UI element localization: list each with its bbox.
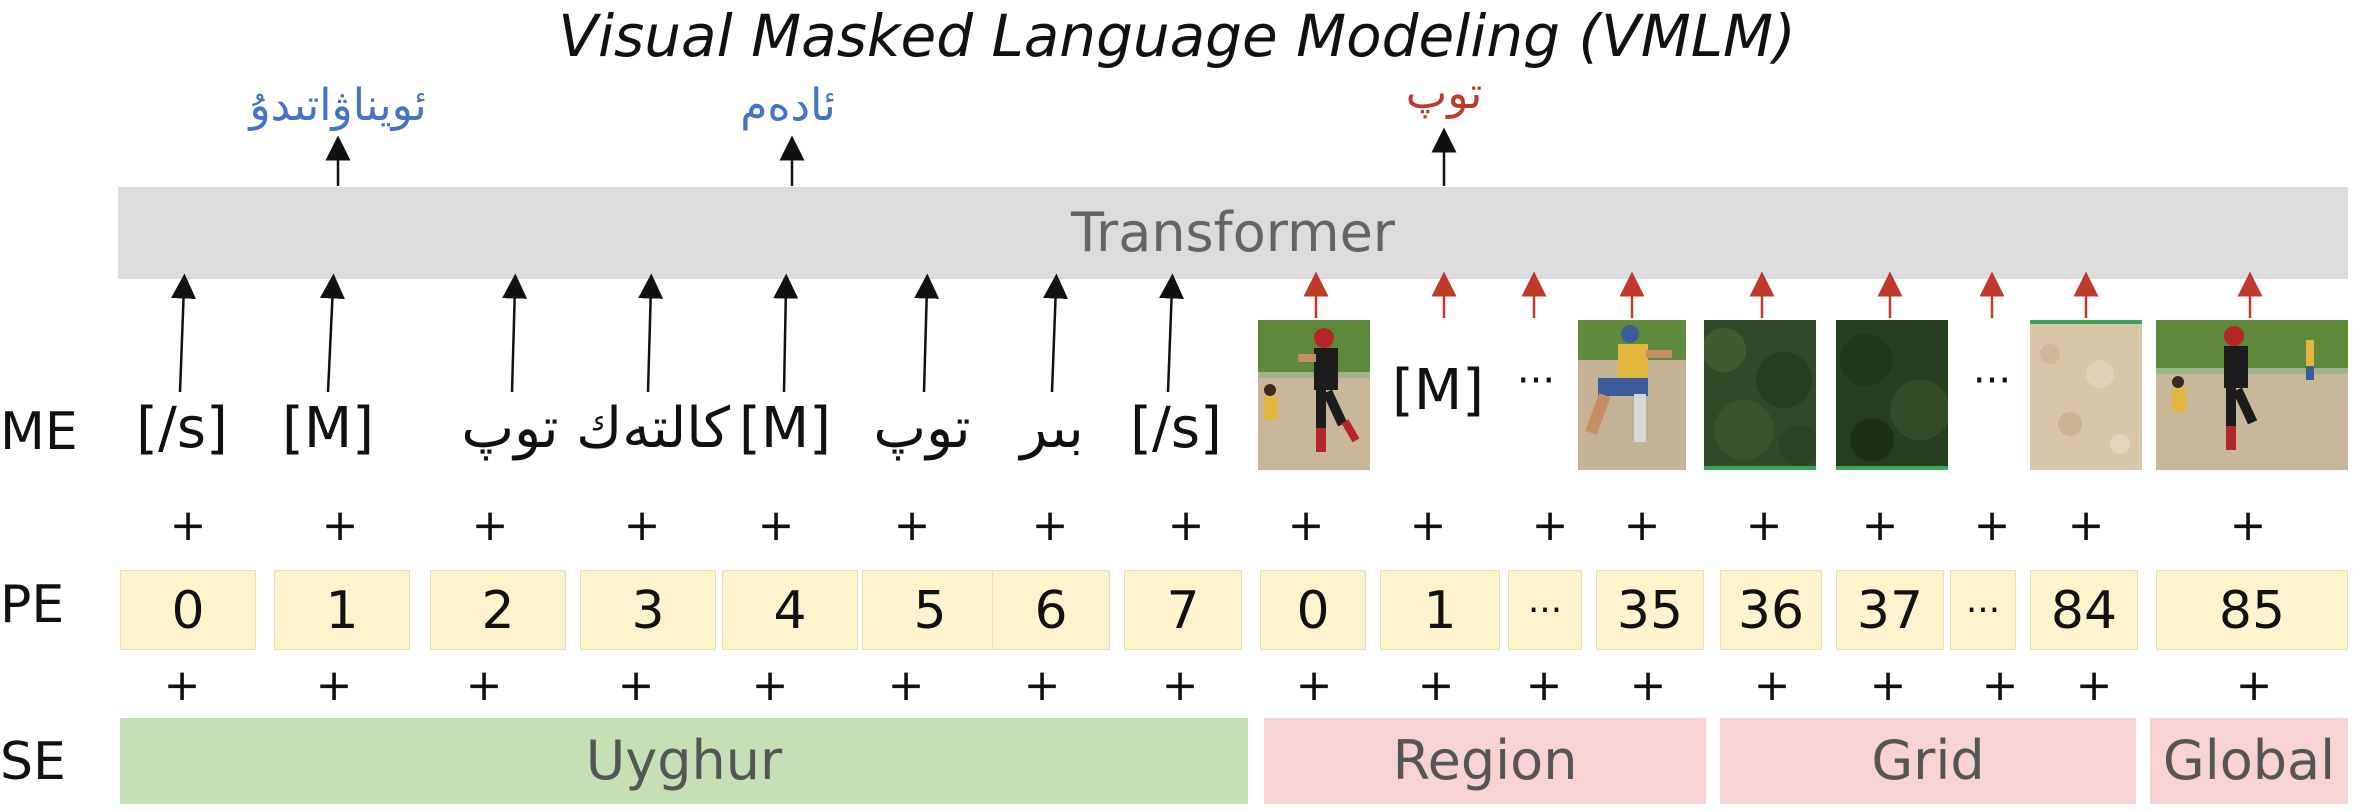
text-token: [M] (281, 396, 374, 461)
text-token: كالتەك (576, 396, 730, 461)
pe-value-box: 37 (1836, 570, 1944, 650)
text-token: بىر (1020, 396, 1084, 461)
plus-sign: + (1745, 500, 1783, 551)
input-arrow (773, 273, 799, 393)
plus-sign: + (1295, 660, 1333, 711)
segment-region: Region (1264, 718, 1706, 804)
plus-sign: + (1861, 500, 1899, 551)
pe-value-box: 35 (1596, 570, 1704, 650)
pe-value-box: 0 (1260, 570, 1366, 650)
plus-sign: + (1525, 660, 1563, 711)
plus-sign: + (1981, 660, 2019, 711)
plus-sign: + (1973, 500, 2011, 551)
grid-image-sand (2030, 320, 2142, 470)
input-arrow (1159, 273, 1185, 393)
region-image-player-running (1258, 320, 1370, 470)
row-label-pe: PE (0, 575, 65, 635)
plus-sign: + (893, 500, 931, 551)
row-label-me: ME (0, 402, 78, 462)
text-token: [M] (738, 396, 831, 461)
transformer-label: Transformer (1070, 201, 1396, 264)
segment-uyghur: Uyghur (120, 718, 1248, 804)
plus-sign: + (1161, 660, 1199, 711)
pe-value-box: ··· (1508, 570, 1582, 650)
pe-value-box: 84 (2030, 570, 2138, 650)
pe-value-box: ··· (1950, 570, 2016, 650)
plus-sign: + (887, 660, 925, 711)
plus-sign: + (623, 500, 661, 551)
text-token: [/s] (136, 396, 228, 461)
input-arrow (638, 273, 664, 393)
plus-sign: + (1031, 500, 1069, 551)
plus-sign: + (163, 660, 201, 711)
input-arrow (319, 273, 345, 393)
input-arrow (1043, 273, 1069, 393)
plus-sign: + (169, 500, 207, 551)
segment-grid: Grid (1720, 718, 2136, 804)
diagram-title: Visual Masked Language Modeling (VMLM) (558, 2, 1796, 70)
plus-sign: + (1869, 660, 1907, 711)
input-arrow (171, 273, 197, 393)
plus-sign: + (1023, 660, 1061, 711)
plus-sign: + (1629, 660, 1667, 711)
output-word-1: ئويناۋاتىدۇ (249, 80, 427, 131)
output-word-3: توپ (1405, 68, 1483, 119)
plus-sign: + (2229, 500, 2267, 551)
pe-value-box: 36 (1720, 570, 1822, 650)
plus-sign: + (321, 500, 359, 551)
visual-ellipsis: ··· (1972, 358, 2012, 404)
plus-sign: + (315, 660, 353, 711)
plus-sign: + (1623, 500, 1661, 551)
plus-sign: + (1167, 500, 1205, 551)
text-token: توپ (873, 396, 971, 461)
input-arrow (502, 273, 528, 393)
plus-sign: + (2067, 500, 2105, 551)
plus-sign: + (1753, 660, 1791, 711)
plus-sign: + (1417, 660, 1455, 711)
pe-value-box: 5 (862, 570, 998, 650)
plus-sign: + (617, 660, 655, 711)
pe-value-box: 6 (992, 570, 1110, 650)
pe-value-box: 4 (722, 570, 858, 650)
plus-sign: + (2075, 660, 2113, 711)
pe-value-box: 7 (1124, 570, 1242, 650)
grid-image-grass-dark (1836, 320, 1948, 470)
plus-sign: + (751, 660, 789, 711)
global-image-player-running (2156, 320, 2348, 470)
row-label-se: SE (0, 732, 66, 792)
pe-value-box: 3 (580, 570, 716, 650)
pe-value-box: 0 (120, 570, 256, 650)
output-word-2: ئادەم (740, 80, 836, 131)
plus-sign: + (1531, 500, 1569, 551)
plus-sign: + (471, 500, 509, 551)
transformer-block: Transformer (118, 187, 2348, 279)
pe-value-box: 85 (2156, 570, 2348, 650)
plus-sign: + (2235, 660, 2273, 711)
segment-global: Global (2150, 718, 2348, 804)
visual-ellipsis: ··· (1516, 358, 1556, 404)
grid-image-grass (1704, 320, 1816, 470)
text-token: [/s] (1130, 396, 1222, 461)
visual-mask-token: [M] (1391, 358, 1484, 423)
plus-sign: + (465, 660, 503, 711)
input-arrow (914, 273, 940, 393)
pe-value-box: 1 (274, 570, 410, 650)
text-token: توپ (461, 396, 559, 461)
pe-value-box: 1 (1380, 570, 1500, 650)
plus-sign: + (1409, 500, 1447, 551)
region-image-player-pitching (1578, 320, 1686, 470)
plus-sign: + (757, 500, 795, 551)
pe-value-box: 2 (430, 570, 566, 650)
plus-sign: + (1287, 500, 1325, 551)
